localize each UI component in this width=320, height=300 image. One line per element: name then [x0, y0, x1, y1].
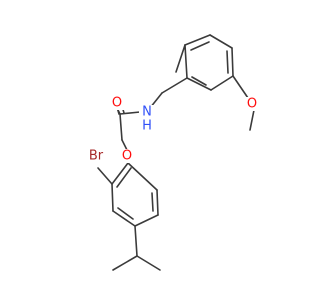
amide-nitrogen-label: N	[142, 105, 152, 120]
methoxy-oxygen-label: O	[247, 97, 257, 112]
bond	[161, 77, 188, 94]
bond	[231, 47, 234, 77]
bond	[127, 162, 158, 191]
bond	[209, 34, 233, 49]
bond	[134, 225, 138, 257]
double-bond-inner	[151, 192, 154, 212]
bond	[112, 210, 136, 227]
bond	[156, 189, 159, 216]
bond	[134, 214, 159, 227]
ether-oxygen-label: O	[122, 149, 132, 164]
bond	[210, 75, 234, 91]
bond	[175, 44, 186, 73]
bond	[119, 113, 123, 141]
label-bg	[110, 96, 126, 110]
molecule-structure: O N H O O Br	[84, 34, 260, 271]
double-bond-inner	[190, 41, 210, 51]
bond	[112, 255, 138, 271]
double-bond-inner	[116, 167, 132, 188]
bond	[186, 77, 212, 91]
label-bg	[84, 149, 108, 163]
atom-labels: O N H O O Br	[84, 96, 260, 164]
bond	[249, 109, 255, 131]
double-bond-inner	[191, 76, 207, 86]
label-bg	[139, 105, 155, 119]
bond	[121, 139, 128, 151]
bond	[184, 44, 188, 79]
amide-hydrogen-label: H	[142, 119, 152, 134]
label-bg	[139, 119, 155, 133]
label-bg	[244, 97, 260, 111]
bond	[111, 183, 114, 212]
bond	[97, 167, 113, 185]
bond	[111, 162, 129, 185]
methoxybenzene-ring	[175, 34, 234, 91]
bond	[136, 255, 161, 271]
double-bond-inner	[226, 50, 229, 74]
bromine-label: Br	[89, 149, 104, 164]
bromo-isopropyl-benzene-ring	[111, 162, 159, 227]
double-bond-inner	[117, 207, 134, 220]
label-bg	[120, 149, 136, 163]
bond	[232, 75, 249, 99]
carbonyl-oxygen-label: O	[112, 96, 122, 111]
bond	[119, 111, 141, 115]
molecule-canvas: O N H O O Br	[84, 34, 260, 271]
bond	[184, 34, 211, 46]
